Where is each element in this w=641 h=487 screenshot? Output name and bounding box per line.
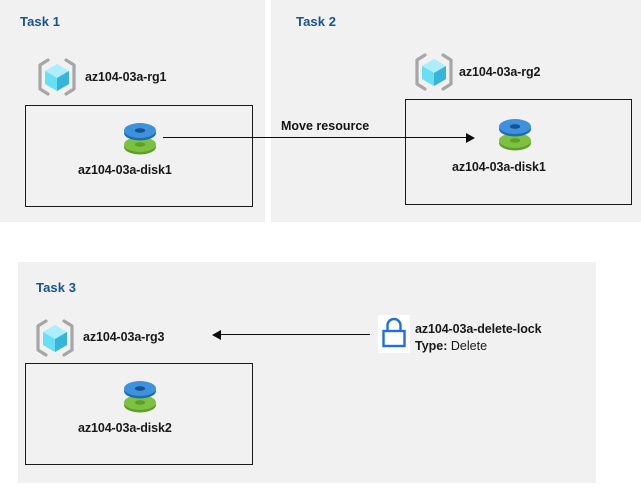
managed-disk-icon (120, 116, 160, 158)
resource-group-icon (35, 56, 79, 98)
lock-name-label: az104-03a-delete-lock (415, 322, 542, 336)
task2-panel (271, 0, 641, 222)
delete-lock-arrow-head (212, 330, 221, 340)
resource-group-icon (412, 51, 456, 93)
delete-lock-arrow-line (221, 334, 370, 336)
lock-type-row: Type: Delete (415, 339, 487, 353)
task1-resource-label: az104-03a-disk1 (78, 163, 172, 177)
move-resource-arrow-head (466, 133, 475, 143)
task1-panel (0, 0, 265, 222)
move-resource-label: Move resource (281, 119, 370, 133)
task3-resource-group-label: az104-03a-rg3 (83, 330, 165, 344)
lock-type-value: Delete (450, 339, 488, 353)
task1-title: Task 1 (20, 14, 61, 29)
managed-disk-icon (120, 374, 160, 416)
move-resource-arrow-line (163, 137, 467, 139)
task3-title: Task 3 (36, 280, 77, 295)
lock-type-key: Type: (415, 339, 448, 353)
managed-disk-icon (495, 112, 535, 154)
task2-resource-label: az104-03a-disk1 (452, 160, 546, 174)
task1-resource-group-label: az104-03a-rg1 (85, 70, 167, 84)
lock-icon (378, 315, 410, 353)
task3-resource-label: az104-03a-disk2 (78, 421, 172, 435)
task3-panel (18, 262, 596, 483)
resource-group-icon (33, 317, 77, 359)
task2-title: Task 2 (296, 14, 337, 29)
task3-resource-box (25, 363, 253, 465)
task2-resource-group-label: az104-03a-rg2 (459, 65, 541, 79)
task1-resource-box (25, 105, 253, 207)
task2-resource-box (405, 99, 632, 205)
